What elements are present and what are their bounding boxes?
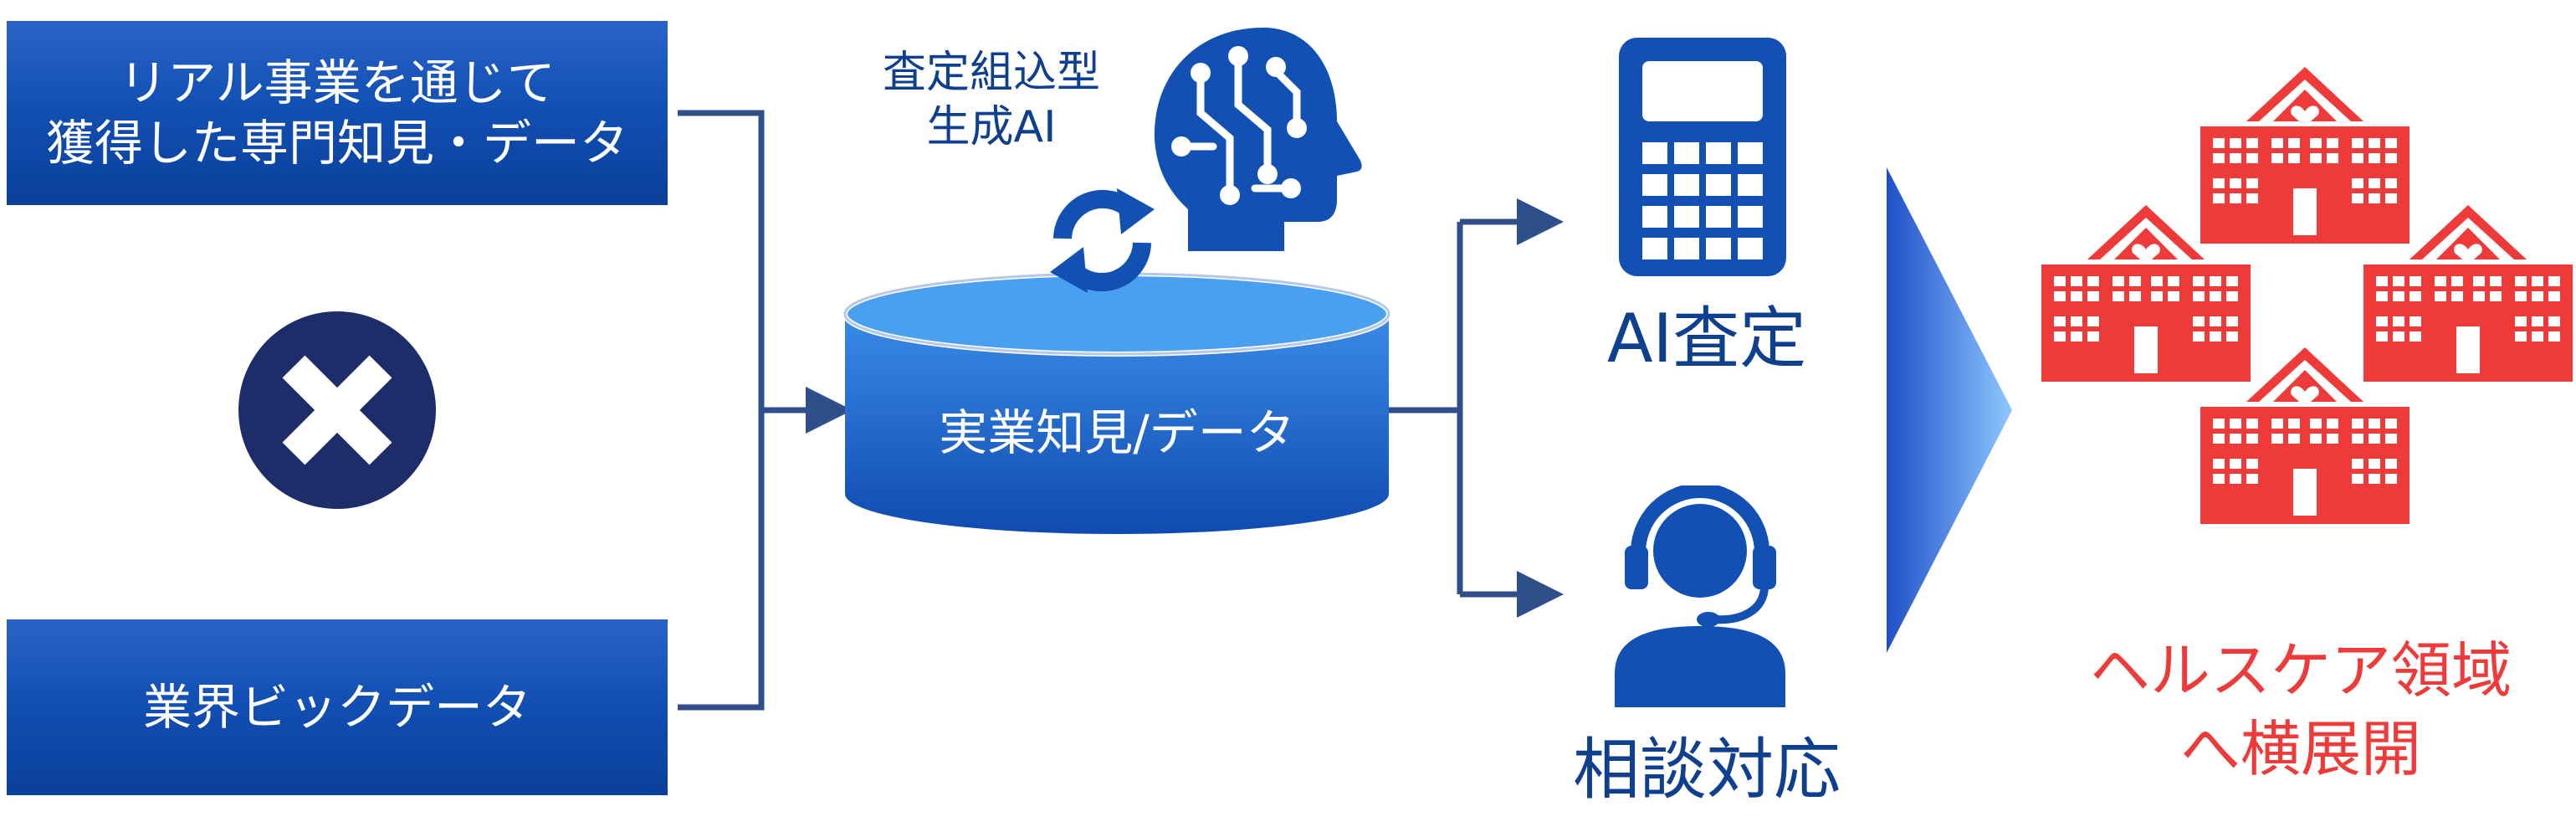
database-label: 実業知見/データ (939, 404, 1295, 461)
ai-label: 査定組込型 生成AI (858, 46, 1125, 155)
result-label-line2: へ横展開 (2179, 713, 2421, 784)
ai-label-line1: 査定組込型 (882, 48, 1100, 98)
ai-head-icon (1138, 21, 1364, 255)
cross-icon (237, 310, 438, 511)
operator-icon (1606, 483, 1795, 707)
result-label: ヘルスケア領域 へ横展開 (2033, 632, 2568, 788)
ai-assessment-label: AI査定 (1606, 300, 1807, 378)
ai-label-line2: 生成AI (926, 102, 1057, 152)
real-data-line2: 獲得した専門知見・データ (45, 115, 628, 172)
sync-icon (1037, 176, 1167, 306)
real-data-line1: リアル事業を通じて (119, 54, 556, 111)
input-connector (678, 110, 765, 711)
big-data-label: 業界ビックデータ (142, 678, 531, 736)
real-data-box: リアル事業を通じて 獲得した専門知見・データ (7, 21, 668, 205)
calculator-icon (1619, 38, 1786, 276)
consultation-label: 相談対応 (1573, 731, 1841, 809)
triangle-arrow-icon (1887, 167, 2012, 653)
result-label-line1: ヘルスケア領域 (2089, 635, 2512, 706)
big-data-box: 業界ビックデータ (7, 619, 668, 795)
